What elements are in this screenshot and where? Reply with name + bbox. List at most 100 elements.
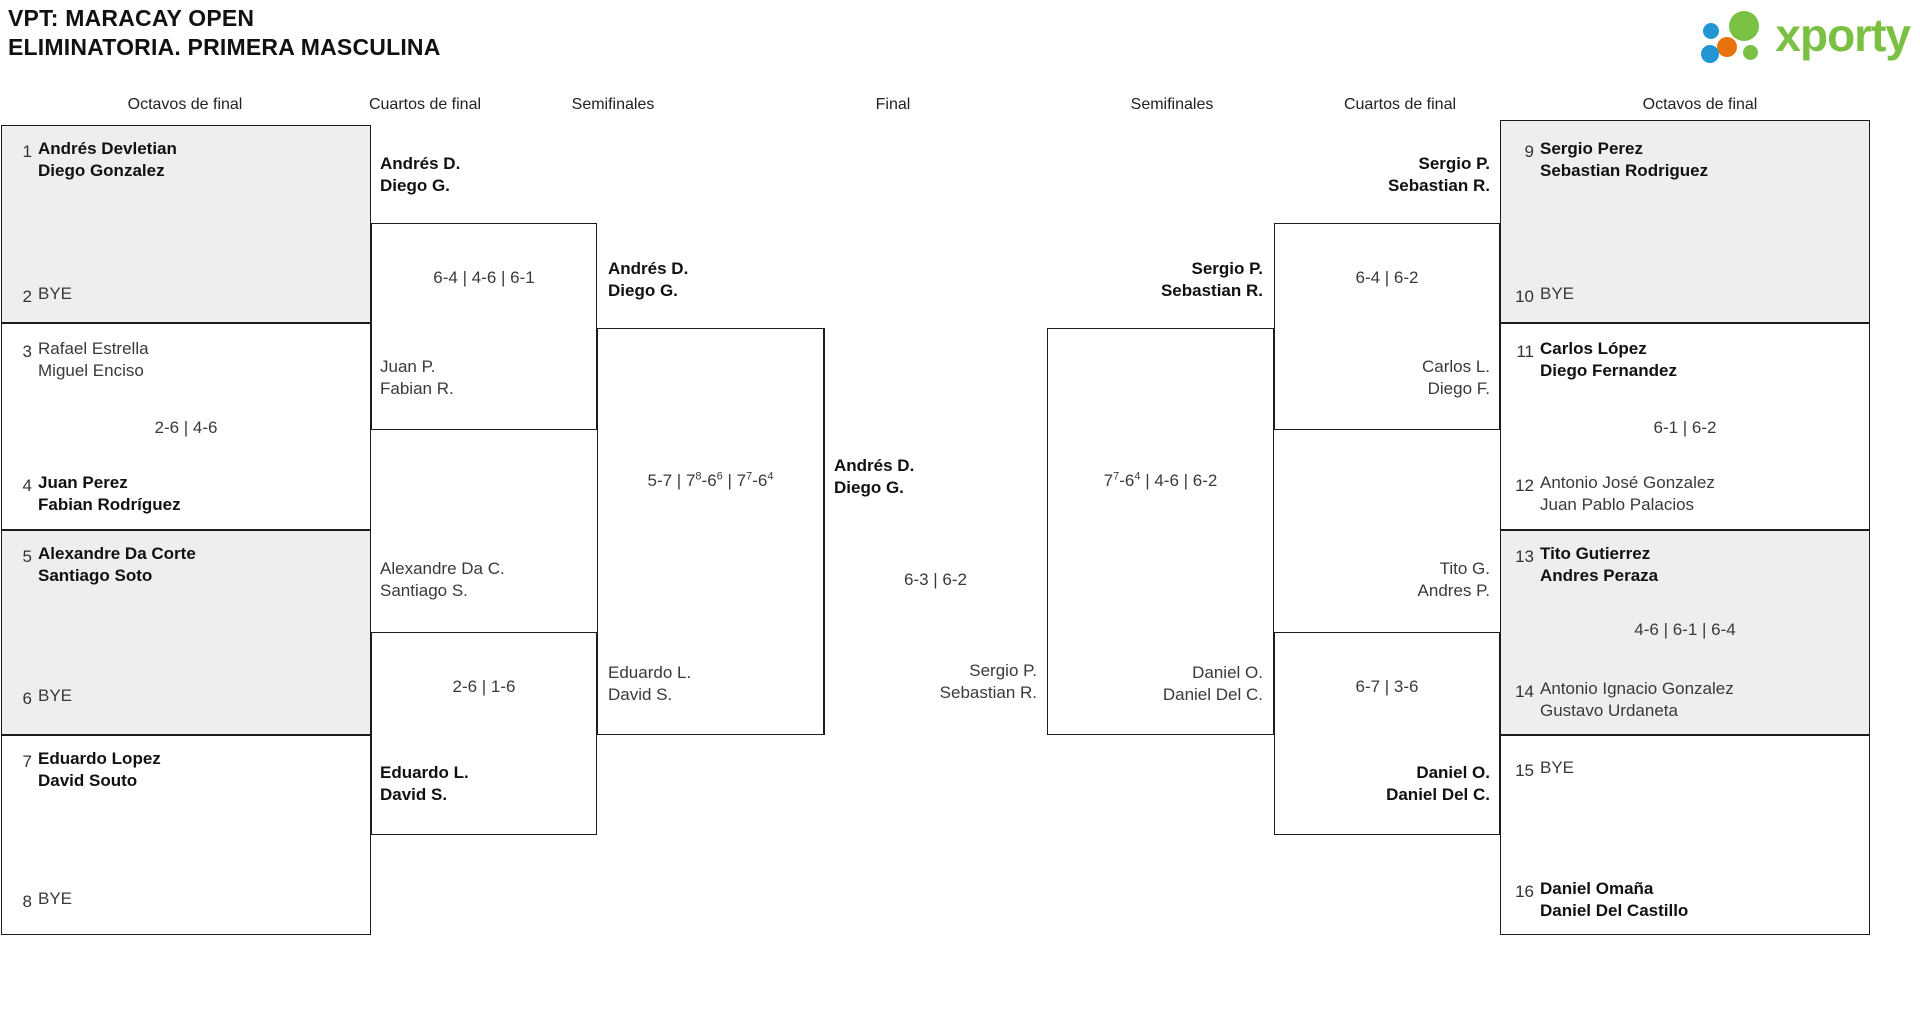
seed-number: 9: [1524, 142, 1534, 161]
player-name-1: Andrés D.: [834, 456, 915, 475]
player-name-1: Daniel Omaña: [1540, 879, 1654, 898]
player-slot-l-r16-3b[interactable]: 6 BYE: [6, 685, 73, 708]
player-name-2: Sebastian Rodriguez: [1540, 161, 1709, 180]
player-name-2: Diego G.: [834, 478, 904, 497]
player-name-2: Sebastian R.: [939, 683, 1037, 702]
player-name-1: Sergio P.: [1191, 259, 1264, 278]
player-name-1: Antonio Ignacio Gonzalez: [1540, 679, 1734, 698]
player-slot-r-qf-1b[interactable]: Carlos L.Diego F.: [1274, 356, 1490, 400]
player-slot-l-qf-2a[interactable]: Alexandre Da C.Santiago S.: [380, 558, 505, 602]
match-box-r-qf-1[interactable]: [1274, 223, 1500, 430]
match-box-r-r16-2[interactable]: [1500, 323, 1870, 530]
round-header-right-r16: Octavos de final: [1642, 96, 1758, 113]
player-slot-r-r16-4a[interactable]: 15 BYE: [1508, 757, 1574, 780]
player-name-1: Carlos López: [1540, 339, 1647, 358]
match-box-r-r16-3[interactable]: [1500, 530, 1870, 735]
player-slot-final-b[interactable]: Sergio P.Sebastian R.: [834, 660, 1037, 704]
match-box-r-sf[interactable]: [1047, 328, 1274, 735]
round-header-right-qf: Cuartos de final: [1343, 96, 1457, 113]
player-slot-l-r16-1b[interactable]: 2 BYE: [6, 283, 73, 306]
player-name-1: Sergio Perez: [1540, 139, 1643, 158]
final-left-connector: [824, 328, 825, 735]
player-slot-l-qf-2b[interactable]: Eduardo L.David S.: [380, 762, 469, 806]
player-name-2: Diego Gonzalez: [38, 161, 165, 180]
player-slot-final-a[interactable]: Andrés D. Diego G.: [834, 455, 914, 499]
xporty-logo[interactable]: xporty: [1701, 6, 1911, 64]
title-line-1: VPT: MARACAY OPEN: [8, 5, 255, 31]
player-name-1: Daniel O.: [1192, 663, 1263, 682]
player-name-2: Andres P.: [1417, 581, 1490, 600]
seed-number: 10: [1515, 287, 1534, 306]
player-name-1: BYE: [38, 686, 73, 705]
score-r-qf-1: 6-4 | 6-2: [1355, 268, 1419, 287]
player-slot-l-sf-b[interactable]: Eduardo L.David S.: [608, 662, 691, 706]
score-l-sf: 5-7 | 78-66 | 77-64: [647, 470, 774, 490]
player-slot-l-sf-a[interactable]: Andrés D. Diego G.: [608, 258, 688, 302]
player-name-2: Miguel Enciso: [38, 361, 144, 380]
seed-number: 12: [1515, 476, 1534, 495]
player-slot-r-sf-a[interactable]: Sergio P.Sebastian R.: [1047, 258, 1263, 302]
player-name-1: Andrés D.: [608, 259, 689, 278]
score-r-r16-2: 6-1 | 6-2: [1653, 418, 1717, 437]
player-name-1: Eduardo Lopez: [38, 749, 161, 768]
match-box-r-r16-4[interactable]: [1500, 735, 1870, 935]
player-name-1: Tito Gutierrez: [1540, 544, 1651, 563]
score-l-qf-1: 6-4 | 4-6 | 6-1: [433, 268, 535, 287]
seed-number: 13: [1515, 547, 1534, 566]
player-slot-l-r16-4b[interactable]: 8 BYE: [6, 888, 73, 911]
match-box-l-r16-4[interactable]: [1, 735, 371, 935]
player-slot-r-qf-2b[interactable]: Daniel O.Daniel Del C.: [1274, 762, 1490, 806]
player-slot-l-qf-1a[interactable]: Andrés D.Diego G.: [380, 153, 460, 197]
player-name-2: Andres Peraza: [1540, 566, 1659, 585]
match-box-r-r16-1[interactable]: [1500, 120, 1870, 323]
seed-number: 8: [22, 892, 32, 911]
player-name-1: Alexandre Da C.: [380, 559, 505, 578]
player-name-2: Diego G.: [608, 281, 678, 300]
player-name-2: Daniel Del Castillo: [1540, 901, 1689, 920]
player-name-1: Daniel O.: [1416, 763, 1490, 782]
match-box-l-r16-3[interactable]: [1, 530, 371, 735]
player-name-1: Eduardo L.: [380, 763, 469, 782]
player-slot-r-sf-b[interactable]: Daniel O. Daniel Del C.: [1047, 662, 1263, 706]
player-slot-r-r16-1b[interactable]: 10 BYE: [1508, 283, 1574, 306]
score-r-sf: 77-64 | 4-6 | 6-2: [1103, 470, 1218, 490]
page-title: VPT: MARACAY OPEN ELIMINATORIA. PRIMERA …: [8, 4, 441, 62]
seed-number: 6: [22, 689, 32, 708]
seed-number: 7: [22, 752, 32, 771]
player-name-1: Alexandre Da Corte: [38, 544, 196, 563]
player-name-2: Daniel Del C.: [1162, 685, 1263, 704]
player-name-1: Carlos L.: [1421, 357, 1490, 376]
player-name-1: Juan Perez: [38, 473, 128, 492]
match-box-l-r16-1[interactable]: [1, 125, 371, 323]
seed-number: 11: [1516, 342, 1534, 361]
round-header-left-qf: Cuartos de final: [368, 96, 482, 113]
player-slot-l-qf-1b[interactable]: Juan P.Fabian R.: [380, 356, 454, 400]
round-header-final: Final: [875, 96, 911, 113]
player-slot-r-qf-2a[interactable]: Tito G.Andres P.: [1274, 558, 1490, 602]
match-box-l-r16-2[interactable]: [1, 323, 371, 530]
seed-number: 15: [1515, 761, 1534, 780]
page-header: VPT: MARACAY OPEN ELIMINATORIA. PRIMERA …: [0, 0, 1920, 80]
player-name-1: Juan P.: [380, 357, 436, 376]
seed-number: 5: [22, 547, 32, 566]
score-l-qf-2: 2-6 | 1-6: [452, 677, 516, 696]
player-name-2: Fabian Rodríguez: [38, 495, 181, 514]
match-box-l-qf-1[interactable]: [371, 223, 597, 430]
seed-number: 1: [22, 142, 32, 161]
match-box-r-qf-2[interactable]: [1274, 632, 1500, 835]
match-box-l-qf-2[interactable]: [371, 632, 597, 835]
player-slot-r-qf-1a[interactable]: Sergio P.Sebastian R.: [1274, 153, 1490, 197]
score-final: 6-3 | 6-2: [903, 570, 967, 589]
match-box-l-sf[interactable]: [597, 328, 824, 735]
